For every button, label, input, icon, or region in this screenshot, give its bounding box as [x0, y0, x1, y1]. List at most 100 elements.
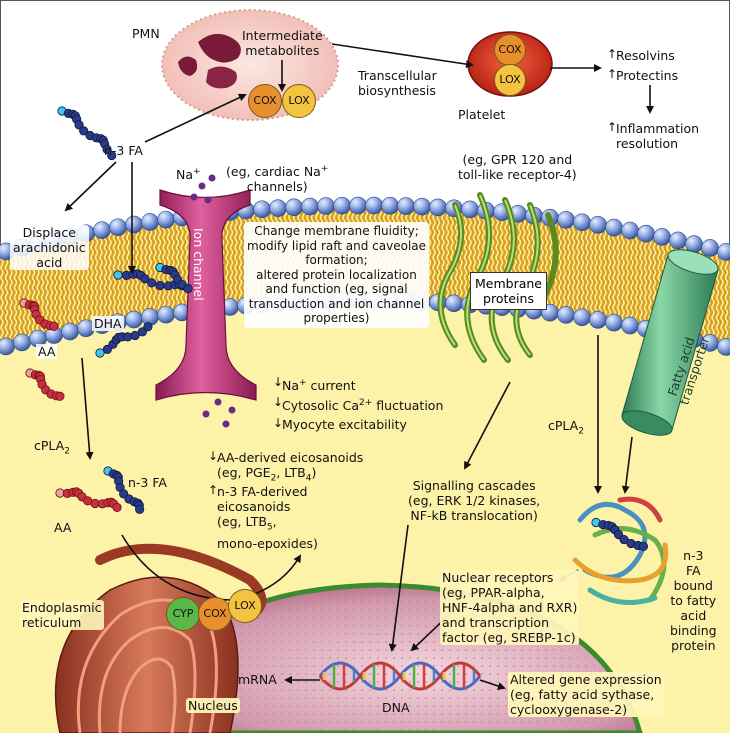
- lipid-head: [573, 308, 591, 327]
- chain-bead: [123, 332, 133, 342]
- lipid-head: [669, 231, 687, 250]
- lipid-head: [621, 221, 639, 240]
- lipid-head: [157, 305, 175, 324]
- lipid-head: [653, 228, 671, 246]
- aa-membrane-label: AA: [36, 344, 58, 359]
- aa-lower-label: AA: [54, 520, 72, 535]
- fatty-acid-binding-protein: [572, 496, 669, 605]
- lipid-head: [157, 210, 175, 229]
- membrane-fluidity-note: Change membrane fluidity; modify lipid r…: [244, 222, 430, 328]
- chain-bead: [74, 120, 84, 130]
- lipid-head: [125, 215, 143, 234]
- cpla2-left-label: cPLA2: [34, 438, 70, 457]
- lipid-head: [125, 310, 143, 329]
- lipid-head: [413, 197, 431, 216]
- arrows: [64, 43, 654, 690]
- altered-gene-label: Altered gene expression(eg, fatty acid s…: [508, 672, 664, 717]
- chain-bead: [143, 322, 153, 332]
- lipid-head: [0, 337, 15, 356]
- lipid-head: [317, 197, 335, 215]
- n3fa-lower-label: n-3 FA: [128, 475, 167, 490]
- lipid-head: [557, 211, 575, 229]
- mrna-label: mRNA: [238, 672, 277, 687]
- chain-bead: [113, 270, 123, 280]
- cardiac-na-label: (eg, cardiac Na+channels): [226, 164, 329, 195]
- n3fa-top-label: n-3 FA: [104, 143, 143, 158]
- platelet-cox-enzyme: COX: [494, 34, 526, 66]
- platelet-lox-enzyme: LOX: [494, 64, 526, 96]
- fatty-acid-chain: [103, 466, 145, 514]
- protectins-label: Protectins: [607, 67, 678, 83]
- nuclear-receptors-label: Nuclear receptors(eg, PPAR-alpha,HNF-4al…: [440, 570, 580, 645]
- lipid-head: [381, 196, 399, 215]
- lipid-head: [61, 322, 79, 341]
- pmn-lox-enzyme: LOX: [282, 84, 316, 118]
- er-cyp-enzyme: CYP: [166, 597, 200, 631]
- myocyte-label: Myocyte excitability: [273, 416, 407, 432]
- platelet-label: Platelet: [458, 107, 506, 122]
- lipid-head: [93, 221, 111, 239]
- chain-bead: [112, 502, 122, 513]
- lipid-head: [285, 198, 303, 217]
- na-current-label: Na+ current: [273, 375, 356, 393]
- lipid-head: [461, 200, 479, 219]
- ion-channel-label: Ion channel: [191, 228, 206, 301]
- lipid-head: [13, 333, 31, 352]
- lipid-head: [621, 316, 639, 335]
- dna-label: DNA: [382, 700, 410, 715]
- chain-bead: [155, 280, 165, 291]
- chain-bead: [140, 274, 150, 284]
- fatty-acid-chain: [591, 517, 649, 551]
- chain-bead: [49, 321, 59, 331]
- cytosolic-ca-label: Cytosolic Ca2+ fluctuation: [273, 395, 443, 413]
- lipid-head: [445, 294, 463, 313]
- signalling-label: Signalling cascades(eg, ERK 1/2 kinases,…: [408, 478, 541, 523]
- fatty-acid-chains: [19, 106, 649, 551]
- lipid-head: [333, 196, 351, 215]
- chain-bead: [55, 391, 65, 401]
- chain-bead: [79, 126, 89, 136]
- resolvins-label: Resolvins: [607, 47, 675, 63]
- nucleus-label: Nucleus: [186, 698, 240, 713]
- fatty-acid-chain: [19, 298, 59, 331]
- dna-rungs: [322, 663, 476, 689]
- chain-bead: [135, 504, 145, 514]
- aa-eicosanoids-label: AA-derived eicosanoids (eg, PGE2, LTB4): [208, 449, 363, 487]
- chain-bead: [102, 144, 112, 155]
- chain-bead: [147, 278, 157, 288]
- lipid-head: [349, 196, 367, 215]
- cpla2-right-label: cPLA2: [548, 418, 584, 437]
- dna-helix-shape: [318, 661, 482, 691]
- lipid-head: [429, 198, 447, 217]
- transporter-shape: [621, 249, 719, 436]
- fatty-acid-chain: [95, 322, 153, 358]
- pmn-cox-enzyme: COX: [248, 84, 282, 118]
- chain-bead: [130, 330, 140, 341]
- lipid-head: [605, 313, 623, 332]
- fatty-acid-chain: [25, 368, 65, 401]
- chain-bead: [95, 348, 105, 358]
- lipid-head: [589, 311, 607, 329]
- fatty-acid-chain: [55, 487, 122, 513]
- pmn-label: PMN: [132, 26, 160, 41]
- lipid-head: [253, 200, 271, 219]
- lipid-head: [573, 213, 591, 232]
- n3-eicosanoids-label: n-3 FA-derived eicosanoids (eg, LTB5, mo…: [208, 483, 318, 550]
- lipid-head: [269, 199, 287, 217]
- na-ion-label: Na+: [176, 167, 201, 183]
- lipid-head: [701, 239, 719, 257]
- fatty-acid-chain: [155, 262, 193, 294]
- na-ions: [190, 174, 236, 428]
- lipid-head: [397, 197, 415, 215]
- lipid-head: [717, 243, 730, 261]
- chain-bead: [619, 534, 629, 545]
